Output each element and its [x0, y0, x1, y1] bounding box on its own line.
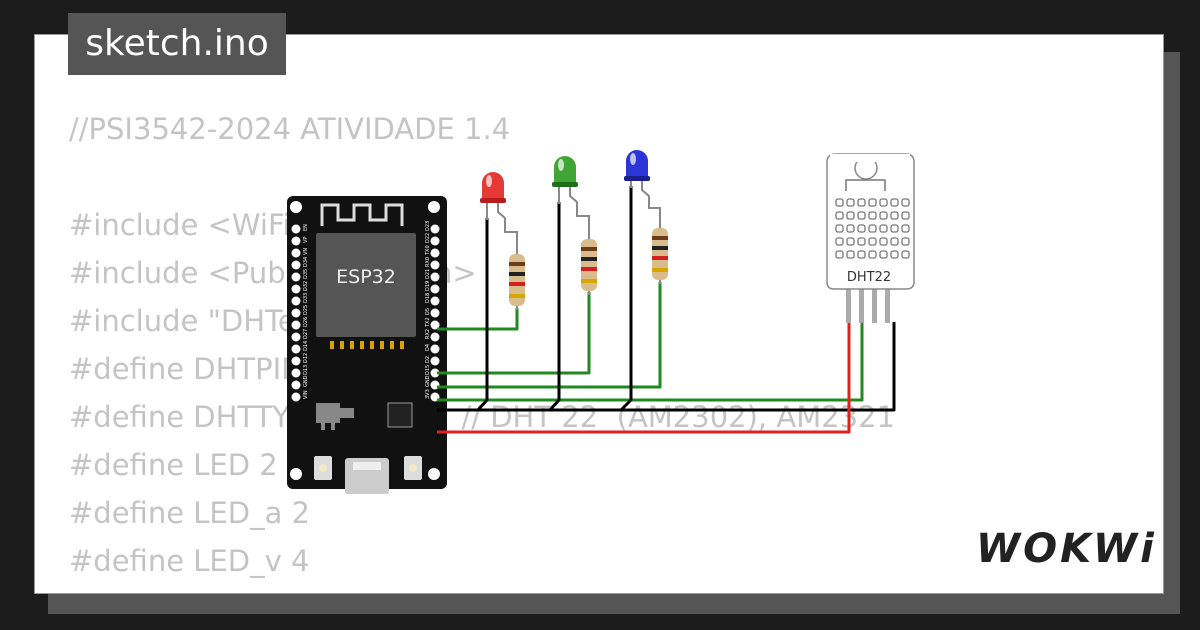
- led-green[interactable]: [552, 156, 590, 240]
- esp32-board[interactable]: ESP32: [287, 196, 447, 494]
- pin-label: D32: [303, 281, 309, 291]
- led-red[interactable]: [480, 172, 518, 255]
- wokwi-logo: WOKWi: [976, 526, 1157, 572]
- pin-label: TX2: [425, 317, 431, 328]
- pin-label: VN: [303, 248, 309, 255]
- dht22-sensor[interactable]: DHT22: [826, 153, 915, 323]
- pin-label: D25: [303, 305, 309, 315]
- pin-label: D22: [425, 233, 431, 243]
- resistor-green: [581, 233, 597, 295]
- pin-label: D21: [425, 269, 431, 279]
- pin-label: D33: [303, 293, 309, 303]
- wire-green-led-ground[interactable]: [548, 202, 561, 412]
- wire-red-led-signal[interactable]: [437, 308, 519, 331]
- pin-label: D5: [425, 308, 431, 315]
- pin-label: D35: [303, 269, 309, 279]
- pin-label: EN: [303, 224, 309, 231]
- pin-label: VP: [303, 237, 309, 243]
- pin-label: D14: [303, 341, 309, 351]
- resistor-blue: [652, 222, 668, 284]
- wire-red-led-ground[interactable]: [476, 218, 489, 412]
- code-line: #define LED_a 2: [69, 496, 311, 530]
- pin-label: 3V3: [425, 389, 431, 399]
- wire-ground[interactable]: [437, 322, 896, 412]
- pin-label: D18: [425, 293, 431, 303]
- pin-label: D2: [425, 356, 431, 363]
- pin-label: D19: [425, 281, 431, 291]
- wire-blue-led-ground[interactable]: [619, 186, 633, 412]
- wire-dht-data[interactable]: [437, 322, 864, 402]
- esp32-label: ESP32: [336, 266, 396, 288]
- resistor-red: [509, 248, 525, 310]
- esp32-right-header: [430, 224, 440, 402]
- led-blue[interactable]: [624, 150, 661, 228]
- code-line: #define LED_v 4: [69, 544, 310, 578]
- pin-label: D26: [303, 317, 309, 327]
- code-line: //PSI3542-2024 ATIVIDADE 1.4: [69, 112, 511, 146]
- pin-label: D27: [303, 329, 309, 339]
- esp32-module: [316, 233, 416, 337]
- pin-label: D13: [303, 365, 309, 375]
- pin-label: GND: [425, 375, 431, 387]
- pin-label: D15: [425, 365, 431, 375]
- wires: [437, 186, 896, 434]
- pin-label: RX2: [425, 329, 431, 339]
- pin-label: D12: [303, 353, 309, 363]
- dht22-label: DHT22: [847, 270, 891, 285]
- pin-label: VIN: [303, 390, 309, 399]
- pin-label: D34: [303, 257, 309, 267]
- code-preview: //PSI3542-2024 ATIVIDADE 1.4 #include <W…: [69, 105, 895, 585]
- pin-label: TX0: [425, 245, 431, 256]
- preview-card: //PSI3542-2024 ATIVIDADE 1.4 #include <W…: [34, 34, 1164, 594]
- code-line: #define LED 2: [69, 448, 278, 482]
- wire-blue-led-signal[interactable]: [437, 282, 662, 389]
- pin-label: D23: [425, 221, 431, 231]
- pin-label: D4: [425, 344, 431, 351]
- pin-label: GND: [303, 375, 309, 387]
- pin-label: RX0: [425, 257, 431, 267]
- file-tab[interactable]: sketch.ino: [68, 13, 286, 75]
- esp32-left-header: [291, 224, 301, 402]
- wire-power[interactable]: [437, 322, 851, 434]
